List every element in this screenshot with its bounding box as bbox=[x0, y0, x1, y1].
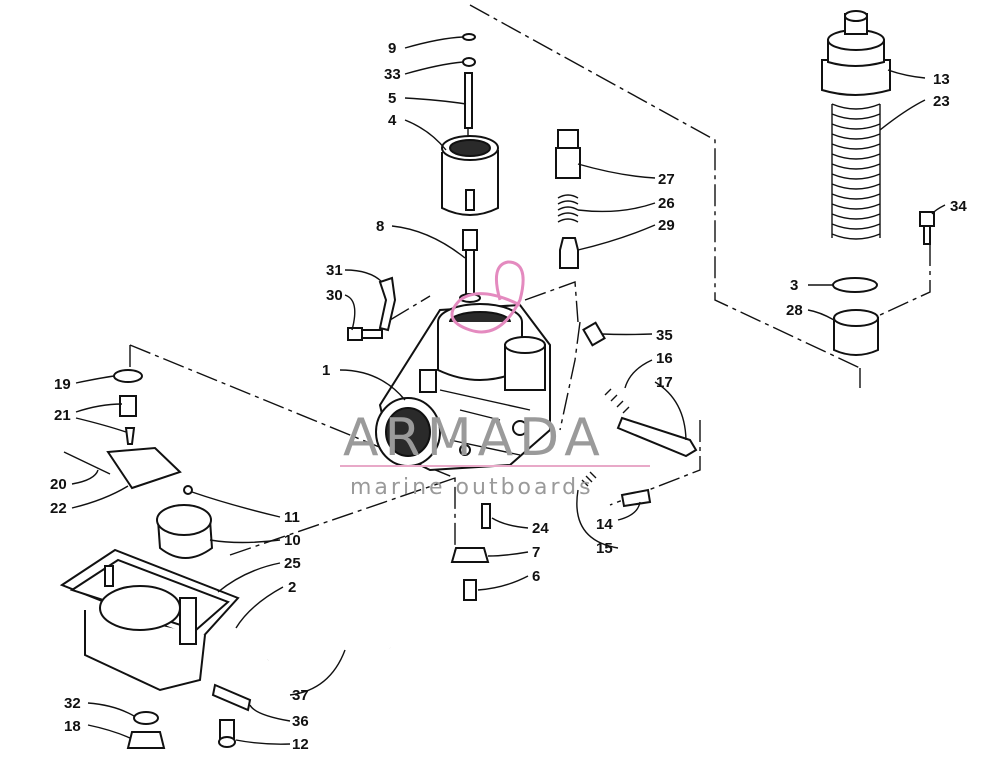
starter-plunger-assembly bbox=[555, 129, 581, 269]
callout-3: 3 bbox=[790, 277, 798, 294]
nut-7 bbox=[450, 547, 490, 563]
pilot-screw-assembly bbox=[581, 471, 652, 508]
callout-10: 10 bbox=[284, 532, 301, 549]
callout-37: 37 bbox=[292, 687, 309, 704]
callout-23: 23 bbox=[933, 93, 950, 110]
callout-26: 26 bbox=[658, 195, 675, 212]
callout-34: 34 bbox=[950, 198, 967, 215]
callout-6: 6 bbox=[532, 568, 540, 585]
jet-needle-5 bbox=[464, 72, 473, 129]
callout-36: 36 bbox=[292, 713, 309, 730]
callout-7: 7 bbox=[532, 544, 540, 561]
float-bowl-2 bbox=[59, 548, 240, 692]
washer-33 bbox=[462, 57, 476, 67]
callout-29: 29 bbox=[658, 217, 675, 234]
callout-15: 15 bbox=[596, 540, 613, 557]
mixing-chamber-top-assembly bbox=[821, 10, 935, 356]
exploded-view-lines bbox=[129, 4, 931, 556]
throttle-slide-assembly bbox=[441, 33, 499, 303]
callout-25: 25 bbox=[284, 555, 301, 572]
callout-24: 24 bbox=[532, 520, 549, 537]
main-jet-6 bbox=[463, 579, 477, 601]
pilot-screw-14 bbox=[620, 488, 652, 508]
callout-28: 28 bbox=[786, 302, 803, 319]
callout-14: 14 bbox=[596, 516, 613, 533]
spring-15 bbox=[581, 471, 597, 487]
plunger-nut-27 bbox=[557, 129, 579, 149]
callout-27: 27 bbox=[658, 171, 675, 188]
drain-plug-18 bbox=[126, 731, 166, 749]
plug-35 bbox=[582, 321, 606, 347]
callout-11: 11 bbox=[284, 509, 300, 526]
cap-13 bbox=[821, 59, 891, 96]
throttle-valve-4 bbox=[441, 150, 499, 216]
screw-34 bbox=[919, 211, 935, 227]
watermark-brand: ARMADA bbox=[343, 408, 606, 468]
plate-3 bbox=[832, 277, 878, 293]
drain-plug-assembly bbox=[126, 711, 166, 749]
callout-16: 16 bbox=[656, 350, 673, 367]
leader-lines bbox=[71, 36, 946, 745]
float-assembly bbox=[63, 369, 214, 559]
bracket-36 bbox=[211, 683, 252, 712]
carburetor-body-1 bbox=[375, 303, 551, 472]
callout-12: 12 bbox=[292, 736, 309, 753]
callout-1: 1 bbox=[322, 362, 330, 379]
plunger-29 bbox=[559, 237, 579, 269]
watermark-logo bbox=[450, 260, 525, 334]
screw-30 bbox=[347, 327, 383, 341]
callout-9: 9 bbox=[388, 40, 396, 57]
spring-23 bbox=[831, 103, 881, 240]
callout-5: 5 bbox=[388, 90, 396, 107]
callout-21: 21 bbox=[54, 407, 71, 424]
pin-20 bbox=[63, 451, 111, 475]
watermark-tagline: marine outboards bbox=[350, 475, 594, 500]
clip-9 bbox=[462, 33, 476, 41]
spring-26 bbox=[557, 194, 579, 223]
washer-19 bbox=[113, 369, 143, 383]
callout-18: 18 bbox=[64, 718, 81, 735]
callout-31: 31 bbox=[326, 262, 343, 279]
needle-jet-8 bbox=[462, 229, 478, 251]
callout-numbers: 9 33 5 4 8 31 30 1 27 26 29 13 23 34 3 2… bbox=[50, 40, 967, 753]
callout-2: 2 bbox=[288, 579, 296, 596]
callout-30: 30 bbox=[326, 287, 343, 304]
callout-19: 19 bbox=[54, 376, 71, 393]
idle-screw-assembly bbox=[582, 321, 698, 458]
pin-11 bbox=[183, 485, 193, 495]
callout-20: 20 bbox=[50, 476, 67, 493]
callout-17: 17 bbox=[656, 374, 673, 391]
callout-33: 33 bbox=[384, 66, 401, 83]
needle-valve-seat-21 bbox=[119, 395, 137, 417]
callout-13: 13 bbox=[933, 71, 950, 88]
watermark: ARMADA marine outboards bbox=[340, 260, 650, 500]
callout-35: 35 bbox=[656, 327, 673, 344]
holder-28 bbox=[833, 317, 879, 356]
jet-24 bbox=[481, 503, 491, 529]
gasket-32 bbox=[133, 711, 159, 725]
main-jet-parts bbox=[450, 503, 491, 601]
cable-bracket-31 bbox=[378, 276, 397, 332]
idle-screw-17 bbox=[616, 416, 698, 458]
callout-8: 8 bbox=[376, 218, 384, 235]
screw-12 bbox=[218, 719, 236, 748]
spring-16 bbox=[604, 388, 630, 414]
float-arm-22 bbox=[106, 446, 182, 490]
callout-32: 32 bbox=[64, 695, 81, 712]
callout-4: 4 bbox=[388, 112, 397, 129]
callout-22: 22 bbox=[50, 500, 67, 517]
